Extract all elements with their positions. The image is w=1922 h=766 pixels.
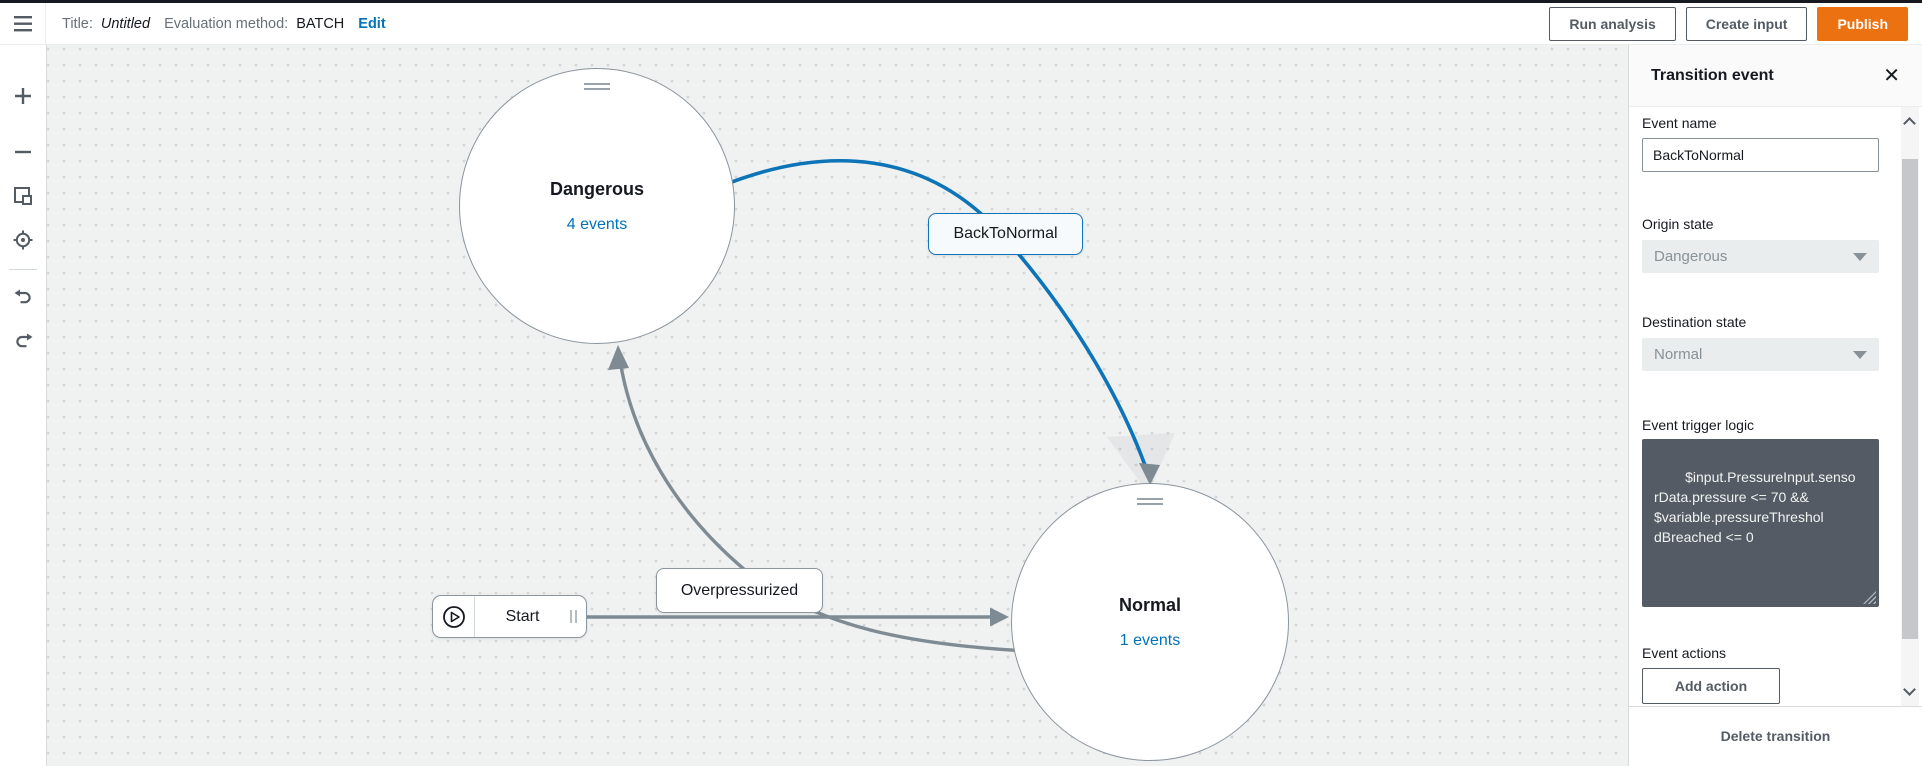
close-icon[interactable]: ✕ bbox=[1883, 64, 1900, 87]
edge-backtonormal[interactable] bbox=[718, 159, 1148, 469]
main-area: Dangerous 4 events Normal 1 events Start… bbox=[0, 45, 1922, 766]
play-icon bbox=[433, 596, 475, 637]
redo-icon[interactable] bbox=[8, 326, 38, 356]
start-node-grip-icon[interactable] bbox=[570, 610, 577, 623]
event-name-label: Event name bbox=[1642, 115, 1717, 131]
start-node-label: Start bbox=[505, 607, 540, 625]
chevron-down-icon bbox=[1853, 350, 1867, 359]
chevron-down-icon bbox=[1853, 252, 1867, 261]
event-actions-label: Event actions bbox=[1642, 645, 1727, 661]
undo-icon[interactable] bbox=[8, 282, 38, 312]
add-action-button[interactable]: Add action bbox=[1642, 668, 1780, 704]
canvas-toolbar bbox=[0, 45, 47, 766]
publish-button[interactable]: Publish bbox=[1817, 6, 1908, 41]
eval-method-value: BATCH bbox=[296, 15, 345, 32]
transition-event-panel: Transition event ✕ Event name Origin sta… bbox=[1628, 45, 1922, 766]
title-label: Title: bbox=[62, 15, 93, 32]
panel-header: Transition event ✕ bbox=[1629, 45, 1922, 107]
transition-label-overpressurized[interactable]: Overpressurized bbox=[656, 568, 823, 613]
resize-grip-icon[interactable] bbox=[1863, 591, 1876, 604]
detector-model-canvas[interactable]: Dangerous 4 events Normal 1 events Start… bbox=[47, 45, 1628, 766]
toolbar-divider bbox=[9, 269, 37, 270]
start-node[interactable]: Start bbox=[432, 595, 587, 638]
state-node-normal[interactable]: Normal 1 events bbox=[1011, 483, 1289, 761]
topbar-actions: Run analysis Create input Publish bbox=[1549, 6, 1908, 41]
origin-state-value: Dangerous bbox=[1654, 248, 1728, 265]
delete-transition-button[interactable]: Delete transition bbox=[1720, 728, 1831, 744]
edge-overpressurized-arrowhead bbox=[608, 345, 629, 370]
event-trigger-logic-editor[interactable]: $input.PressureInput.senso rData.pressur… bbox=[1642, 439, 1879, 607]
eval-method-label: Evaluation method: bbox=[164, 15, 289, 32]
scrollbar-thumb[interactable] bbox=[1902, 159, 1918, 639]
state-events-link[interactable]: 4 events bbox=[566, 215, 628, 233]
destination-state-value: Normal bbox=[1654, 346, 1703, 363]
scroll-down-icon[interactable] bbox=[1903, 683, 1916, 696]
fit-view-icon[interactable] bbox=[8, 181, 38, 211]
panel-scrollbar[interactable] bbox=[1901, 107, 1919, 706]
state-node-dangerous[interactable]: Dangerous 4 events bbox=[459, 68, 735, 344]
state-events-link[interactable]: 1 events bbox=[1119, 631, 1181, 649]
drag-handle-icon[interactable] bbox=[1137, 498, 1163, 508]
panel-footer: Delete transition bbox=[1629, 706, 1922, 766]
drag-handle-icon[interactable] bbox=[584, 83, 610, 93]
title-value: Untitled bbox=[100, 15, 151, 32]
center-view-icon[interactable] bbox=[8, 225, 38, 255]
scroll-up-icon[interactable] bbox=[1903, 117, 1916, 130]
state-name: Dangerous bbox=[549, 178, 645, 199]
state-name: Normal bbox=[1118, 594, 1181, 615]
destination-state-select[interactable]: Normal bbox=[1642, 338, 1879, 371]
destination-state-label: Destination state bbox=[1642, 314, 1747, 330]
origin-state-label: Origin state bbox=[1642, 216, 1714, 232]
run-analysis-button[interactable]: Run analysis bbox=[1549, 6, 1676, 41]
hamburger-menu-icon[interactable] bbox=[0, 2, 46, 45]
create-input-button[interactable]: Create input bbox=[1685, 6, 1808, 41]
zoom-out-icon[interactable] bbox=[8, 137, 38, 167]
zoom-in-icon[interactable] bbox=[8, 81, 38, 111]
event-trigger-logic-label: Event trigger logic bbox=[1642, 417, 1755, 433]
document-title-group: Title: Untitled Evaluation method: BATCH… bbox=[62, 16, 386, 32]
edge-start-arrowhead bbox=[990, 607, 1009, 627]
transition-label-backtonormal[interactable]: BackToNormal bbox=[928, 213, 1083, 255]
selection-glow bbox=[1107, 433, 1175, 493]
transition-edges bbox=[585, 159, 1175, 653]
panel-scroll-area: Event name Origin state Dangerous Destin… bbox=[1629, 107, 1922, 706]
top-bar: Title: Untitled Evaluation method: BATCH… bbox=[0, 0, 1922, 45]
edge-backtonormal-arrowhead bbox=[1139, 463, 1160, 485]
trigger-code: $input.PressureInput.senso rData.pressur… bbox=[1654, 468, 1856, 545]
origin-state-select[interactable]: Dangerous bbox=[1642, 240, 1879, 273]
event-name-input[interactable] bbox=[1642, 138, 1879, 172]
panel-title: Transition event bbox=[1651, 66, 1774, 84]
edit-link[interactable]: Edit bbox=[358, 15, 386, 32]
